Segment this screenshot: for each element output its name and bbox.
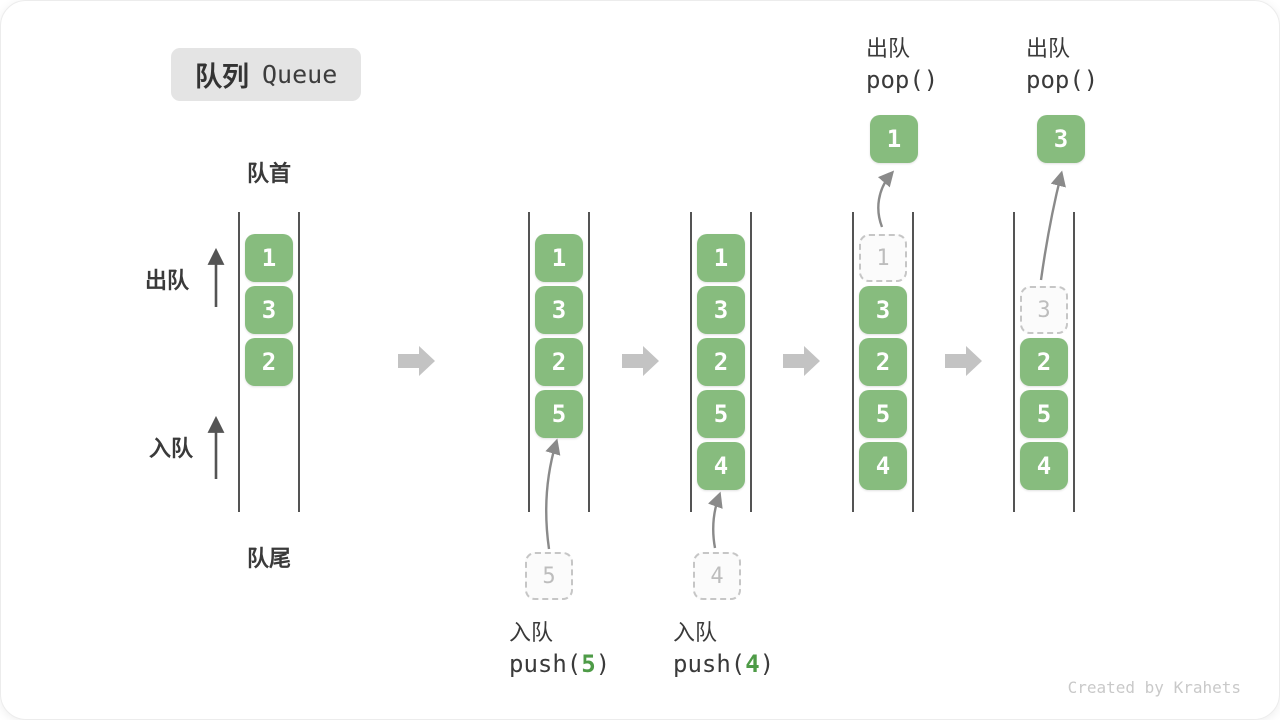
popped-box: 3 [1037, 115, 1085, 163]
queue-slot: 5 [697, 390, 745, 438]
incoming-box: 5 [525, 552, 573, 600]
right-block-arrow-icon [783, 346, 820, 376]
dequeue-up-arrow-icon [207, 247, 225, 307]
push4-operation-label: 入队 push(4) [673, 615, 774, 678]
queue-slot: 3 [859, 286, 907, 334]
pop2-action: 出队 [1026, 36, 1071, 61]
title-en: Queue [262, 60, 338, 89]
queue-column-3: 1 3 2 5 4 [690, 212, 752, 512]
push5-operation-label: 入队 push(5) [509, 615, 610, 678]
queue-slot: 1 [245, 234, 293, 282]
right-block-arrow-icon [945, 346, 982, 376]
queue-slot: 4 [1020, 442, 1068, 490]
title-badge: 队列 Queue [171, 48, 362, 101]
queue-slot: 5 [859, 390, 907, 438]
push5-code: push(5) [509, 650, 611, 678]
queue-slot: 2 [245, 338, 293, 386]
queue-column-4: 1 3 2 5 4 [852, 212, 914, 512]
queue-slot: 3 [535, 286, 583, 334]
queue-slot: 1 [535, 234, 583, 282]
queue-slot: 5 [1020, 390, 1068, 438]
queue-slot: 2 [1020, 338, 1068, 386]
rear-label: 队尾 [246, 546, 291, 571]
queue-slot: 3 [245, 286, 293, 334]
enqueue-label: 入队 [149, 436, 194, 461]
queue-slot: 2 [697, 338, 745, 386]
popped-box: 1 [870, 115, 918, 163]
pop1-operation-label: 出队 pop() [866, 31, 938, 94]
incoming-box: 4 [693, 552, 741, 600]
right-block-arrow-icon [398, 346, 435, 376]
pop1-action: 出队 [866, 36, 911, 61]
watermark: Created by Krahets [1067, 678, 1241, 697]
dequeue-label: 出队 [145, 268, 190, 293]
pop2-operation-label: 出队 pop() [1026, 31, 1098, 94]
push4-action: 入队 [673, 620, 718, 645]
front-label: 队首 [246, 161, 291, 186]
queue-column-2: 1 3 2 5 [528, 212, 590, 512]
pop2-code: pop() [1026, 66, 1099, 94]
queue-column-5: 3 2 5 4 [1013, 212, 1075, 512]
ghost-slot: 3 [1020, 286, 1068, 334]
enqueue-up-arrow-icon [207, 415, 225, 479]
ghost-slot: 1 [859, 234, 907, 282]
right-block-arrow-icon [622, 346, 659, 376]
dequeue-curved-arrow-icon [1039, 170, 1066, 281]
queue-column-1: 1 3 2 [238, 212, 300, 512]
push4-code: push(4) [673, 650, 775, 678]
queue-slot: 3 [697, 286, 745, 334]
enqueue-curved-arrow-icon [707, 491, 723, 549]
queue-slot: 4 [697, 442, 745, 490]
queue-slot: 2 [535, 338, 583, 386]
push5-action: 入队 [509, 620, 554, 645]
title-zh: 队列 [195, 62, 249, 92]
queue-slot: 5 [535, 390, 583, 438]
enqueue-curved-arrow-icon [545, 438, 561, 550]
dequeue-curved-arrow-icon [877, 170, 895, 228]
queue-slot: 2 [859, 338, 907, 386]
pop1-code: pop() [866, 66, 939, 94]
queue-slot: 1 [697, 234, 745, 282]
queue-slot: 4 [859, 442, 907, 490]
